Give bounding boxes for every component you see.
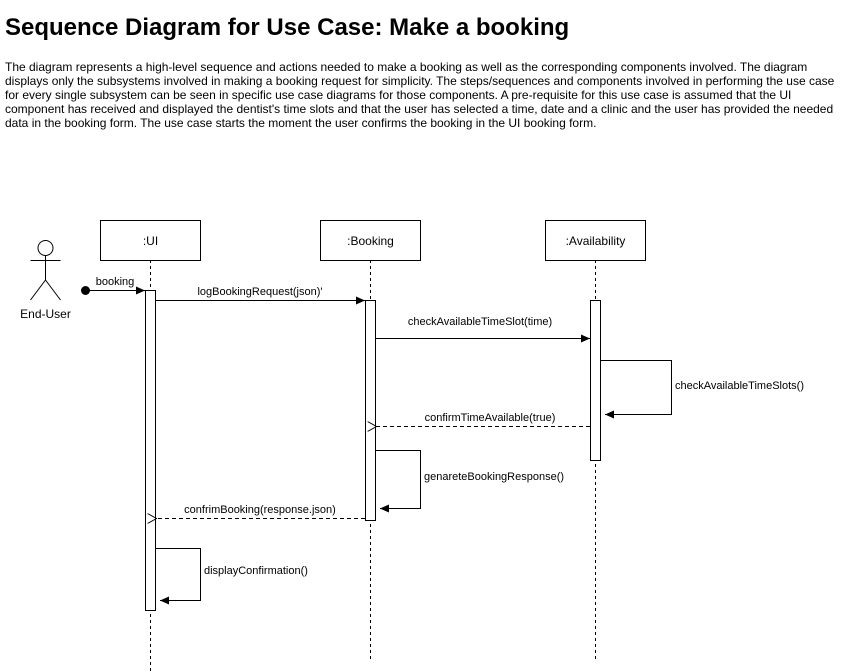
message-label: confirmTimeAvailable(true) <box>425 412 556 424</box>
message-check-available-time-slot: checkAvailableTimeSlot(time) <box>375 316 590 343</box>
message-confirm-booking: confrimBooking(response.json) <box>157 504 365 519</box>
page-title: Sequence Diagram for Use Case: Make a bo… <box>5 14 570 41</box>
lifeline-booking: :Booking <box>320 220 421 261</box>
message-check-available-time-slots: checkAvailableTimeSlots() <box>600 360 804 419</box>
message-label: booking <box>96 276 135 288</box>
message-display-confirmation: displayConfirmation() <box>155 548 308 605</box>
lifeline-label: :Booking <box>347 234 394 248</box>
message-label: logBookingRequest(json)' <box>197 286 322 298</box>
activation-bar-booking <box>365 300 376 521</box>
lifeline-box <box>545 220 646 261</box>
message-label: confrimBooking(response.json) <box>184 504 336 516</box>
actor-end-user: End-User <box>20 240 71 321</box>
page-description: The diagram represents a high-level sequ… <box>5 60 835 130</box>
lifeline-ui: :UI <box>100 220 201 261</box>
message-label: checkAvailableTimeSlot(time) <box>408 316 552 328</box>
message-label: checkAvailableTimeSlots() <box>675 380 804 392</box>
message-generate-booking-response: genareteBookingResponse() <box>375 450 564 513</box>
message-label: genareteBookingResponse() <box>424 471 564 483</box>
lifeline-box <box>100 220 201 261</box>
stick-figure-icon <box>30 240 61 301</box>
activation-bar-ui <box>145 290 156 611</box>
message-confirm-time-available: confirmTimeAvailable(true) <box>377 412 590 427</box>
actor-label: End-User <box>20 307 71 321</box>
lifeline-label: :UI <box>143 234 158 248</box>
message-booking: booking <box>81 276 145 295</box>
message-log-booking-request: logBookingRequest(json)' <box>155 286 365 305</box>
message-label: displayConfirmation() <box>204 565 308 577</box>
activation-bar-availability <box>590 300 601 461</box>
lifeline-box <box>320 220 421 261</box>
lifeline-label: :Availability <box>566 234 626 248</box>
lifeline-availability: :Availability <box>545 220 646 261</box>
